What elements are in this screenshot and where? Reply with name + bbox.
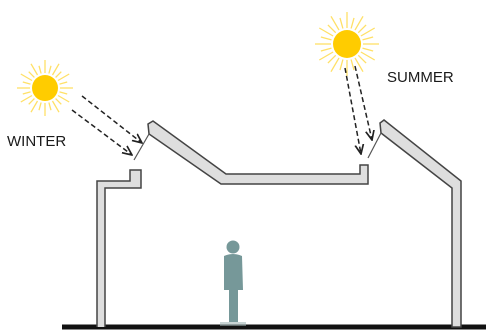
right-clerestory-roof <box>379 119 462 328</box>
sun-ray <box>339 59 344 71</box>
winter-sun-icon <box>17 60 73 116</box>
sun-ray <box>51 100 60 113</box>
sun-ray <box>327 24 337 34</box>
sun-ray <box>330 57 340 73</box>
winter-label: WINTER <box>7 133 66 150</box>
sun-ray <box>360 51 376 61</box>
sun-ray <box>360 27 376 37</box>
sun-ray <box>318 27 334 37</box>
sun-ray <box>357 54 367 64</box>
sun-ray <box>59 81 68 85</box>
sun-ray <box>48 102 52 111</box>
summer-sun-icon <box>315 12 379 76</box>
right-glazing <box>367 132 382 159</box>
sun-ray <box>55 98 62 105</box>
sun-ray <box>22 81 31 85</box>
sun-ray <box>350 59 355 71</box>
sun-ray <box>57 73 70 82</box>
sun-ray <box>30 63 39 76</box>
sun-ray <box>38 102 42 111</box>
sun-ray <box>318 51 334 61</box>
sun-ray <box>350 17 355 29</box>
winter-ray-arrow-upper <box>81 95 142 143</box>
sun-ray <box>28 71 35 78</box>
sun-ray <box>55 71 62 78</box>
sun-ray <box>357 24 367 34</box>
person-silhouette-icon <box>220 240 246 326</box>
sun-ray <box>38 65 42 74</box>
sun-ray <box>57 94 70 103</box>
sun-ray <box>20 73 33 82</box>
sun-ray <box>28 98 35 105</box>
sun-ray <box>362 36 374 41</box>
sun-ray <box>362 47 374 52</box>
sun-ray <box>20 94 33 103</box>
sun-ray <box>22 91 31 95</box>
left-clerestory-roof <box>147 120 369 185</box>
left-glazing <box>133 133 150 161</box>
sun-ray <box>354 15 364 31</box>
sun-ray <box>330 15 340 31</box>
sun-ray <box>327 54 337 64</box>
sun-ray <box>320 36 332 41</box>
winter-ray-arrow-lower <box>71 109 132 155</box>
sun-ray <box>51 63 60 76</box>
building-section-outline <box>96 169 142 327</box>
sun-ray <box>320 47 332 52</box>
summer-label: SUMMER <box>387 69 454 86</box>
summer-ray-arrow-right <box>354 65 372 140</box>
sun-ray <box>354 57 364 73</box>
sun-ray <box>339 17 344 29</box>
sun-ray <box>59 91 68 95</box>
summer-ray-arrow-left <box>344 67 361 154</box>
sun-ray <box>30 100 39 113</box>
sun-ray <box>48 65 52 74</box>
